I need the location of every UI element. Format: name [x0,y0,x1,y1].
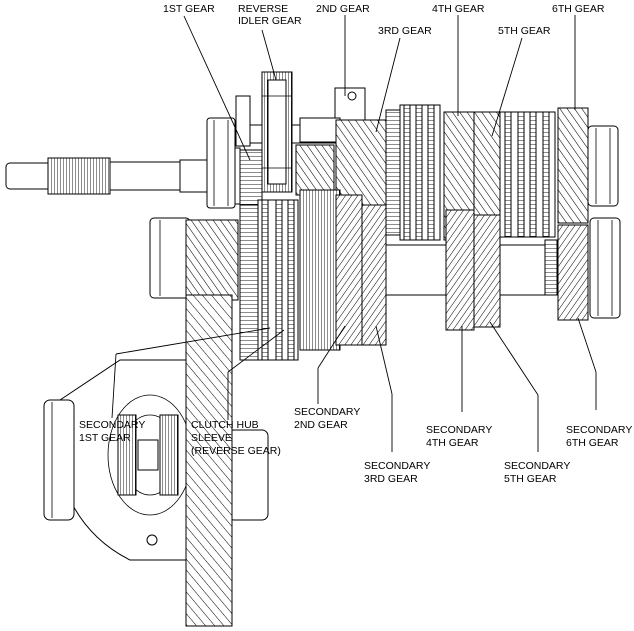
label-secondary-sixth-line1: SECONDARY [566,424,632,436]
label-secondary-fifth-line2: 5TH GEAR [504,473,557,485]
label-third-gear: 3RD GEAR [378,25,432,37]
differential-ring-gear [185,294,233,627]
right-bearing-upper [587,125,619,207]
secondary-third-gear [361,204,387,346]
leader-lines [111,15,597,452]
label-secondary-fourth-line2: 4TH GEAR [426,437,479,449]
label-secondary-third-line2: 3RD GEAR [364,473,418,485]
differential-case [43,359,269,561]
label-secondary-fifth-line1: SECONDARY [504,460,570,472]
label-clutch-hub-line3: (REVERSE GEAR) [191,445,281,457]
label-fifth-gear: 5TH GEAR [498,25,551,37]
secondary-fourth-gear [445,209,475,331]
secondary-sixth-gear [557,224,589,321]
synchronizer-3-4 [385,104,441,241]
label-reverse-idler-line1: REVERSE [238,3,288,15]
synchronizer-5-6 [499,111,556,238]
label-secondary-first-line2: 1ST GEAR [79,432,131,444]
label-secondary-first-line1: SECONDARY [79,419,145,431]
labels: 1ST GEAR REVERSE IDLER GEAR 2ND GEAR 3RD… [79,3,632,485]
right-bearing-lower [589,217,621,319]
label-sixth-gear: 6TH GEAR [552,3,605,15]
sixth-gear [557,107,589,224]
label-second-gear: 2ND GEAR [316,3,370,15]
label-first-gear: 1ST GEAR [163,3,215,15]
secondary-spacer [544,239,558,296]
second-gear [295,144,335,196]
label-secondary-second-line1: SECONDARY [294,406,360,418]
label-reverse-idler-line2: IDLER GEAR [238,15,302,27]
label-secondary-fourth-line1: SECONDARY [426,424,492,436]
reverse-idler-gear [261,71,293,193]
input-bearing [206,117,236,209]
label-clutch-hub-line1: CLUTCH HUB [191,419,259,431]
secondary-second-gear [299,189,363,351]
label-secondary-third-line1: SECONDARY [364,460,430,472]
secondary-fifth-gear [473,214,501,328]
label-secondary-second-line2: 2ND GEAR [294,419,348,431]
clutch-hub-sleeve [239,199,299,361]
label-fourth-gear: 4TH GEAR [432,3,485,15]
secondary-first-gear [185,219,239,301]
label-clutch-hub-line2: SLEEVE [191,432,232,444]
label-secondary-sixth-line2: 6TH GEAR [566,437,619,449]
